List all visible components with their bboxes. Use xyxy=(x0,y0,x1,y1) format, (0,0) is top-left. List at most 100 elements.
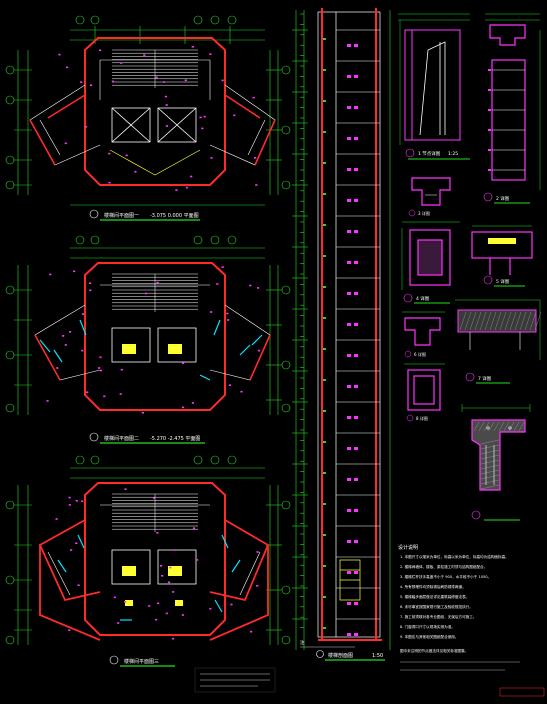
section-dimensions xyxy=(295,10,391,650)
detail-5-strip xyxy=(488,238,516,244)
section-mark xyxy=(347,75,351,78)
tag-dot xyxy=(143,54,146,56)
section-green-mark xyxy=(323,255,326,257)
section-title-block: 注 楼梯剖面图 1:50 xyxy=(300,639,385,661)
tag-dot xyxy=(153,497,156,499)
section-base-detail xyxy=(339,559,361,601)
tag-dot xyxy=(99,356,102,359)
hatch-line xyxy=(480,459,500,465)
tag-dot xyxy=(171,637,175,640)
plan-2-title: 楼梯间平面图二 xyxy=(104,435,139,442)
tag-dot xyxy=(165,104,168,106)
tag-dot xyxy=(68,504,71,506)
notes-line: 8. 门窗洞口尺寸以现场实测为准。 xyxy=(400,624,455,629)
plan-2-title-marker xyxy=(89,432,99,442)
plan-3-elevators xyxy=(111,549,197,585)
stair-plan-1: 楼梯间平面图一 -3.075 0.000 平面图 xyxy=(5,15,291,221)
section-green-mark xyxy=(323,286,326,288)
section-green-mark xyxy=(323,503,326,505)
section-title: 楼梯剖面图 xyxy=(328,652,353,659)
hatch-line xyxy=(494,311,502,331)
tag-dot xyxy=(172,591,175,593)
tag-dot xyxy=(227,319,230,321)
notes-footer: 图中未注明的节点做法详见相关标准图集。 xyxy=(400,648,468,653)
plan-1-tags xyxy=(58,46,258,191)
detail-4-label: 4 详图 xyxy=(416,295,430,302)
section-green-mark xyxy=(323,410,326,412)
tag-dot xyxy=(103,395,106,398)
tag-dot xyxy=(99,369,103,372)
detail-3-label: 3 详图 xyxy=(418,210,430,216)
section-green-mark xyxy=(323,317,326,319)
section-mark xyxy=(354,44,358,47)
detail-2-marker xyxy=(483,192,493,202)
detail-7: 7 详图 xyxy=(455,299,542,384)
tag-dot xyxy=(75,542,78,544)
section-note-label: 注 xyxy=(300,639,305,646)
detail-7-label: 7 详图 xyxy=(478,375,492,382)
hatch-line xyxy=(524,311,532,331)
hatch-line xyxy=(484,311,492,331)
tag-dot xyxy=(257,287,260,289)
section-green-mark xyxy=(323,69,326,71)
rebar-tag xyxy=(488,169,491,171)
tag-dot xyxy=(181,614,184,616)
section-frame xyxy=(317,11,381,638)
plan-3-wing-walls xyxy=(38,519,270,641)
plan-2-wing-walls xyxy=(34,334,271,381)
rebar-tag xyxy=(488,129,491,131)
detail-1-scale: 1:25 xyxy=(448,151,458,157)
detail-3: 3 详图 xyxy=(408,177,451,217)
plan-3-doors xyxy=(57,534,241,621)
tag-dot xyxy=(175,189,178,191)
section-green-mark xyxy=(323,379,326,381)
section-mark xyxy=(347,354,351,357)
tag-dot xyxy=(161,575,164,577)
hatch-line xyxy=(480,439,500,445)
tag-dot xyxy=(257,349,260,352)
tag-dot xyxy=(155,618,158,621)
tag-dot xyxy=(144,292,148,295)
plan-1-dimensions xyxy=(14,26,282,206)
hatch-line xyxy=(489,311,497,331)
tag-dot xyxy=(81,349,84,352)
plan-1-elevation: -3.075 0.000 平面图 xyxy=(150,213,199,219)
tag-dot xyxy=(98,367,101,369)
hatch-line xyxy=(479,311,487,331)
section-mark xyxy=(354,571,358,574)
plan-3-side-note xyxy=(194,667,276,693)
tag-dot xyxy=(66,66,69,69)
hatch-line xyxy=(513,421,520,432)
tag-dot xyxy=(209,607,212,610)
hatch-line xyxy=(459,311,467,331)
section-mark xyxy=(354,199,358,202)
detail-4-marker xyxy=(403,293,413,303)
plan-3-title-marker xyxy=(109,655,119,665)
detail-2: 2 详图 xyxy=(483,13,541,204)
plan-1-lobby-lines xyxy=(109,149,201,176)
tag-dot xyxy=(84,125,88,128)
hatch-line xyxy=(508,421,515,432)
tag-dot xyxy=(108,181,111,184)
tag-dot xyxy=(185,186,189,189)
tag-dot xyxy=(155,76,158,79)
hatch-line xyxy=(503,421,510,432)
notes-line: 4. 所有预埋件均须除锈后刷防锈漆两道。 xyxy=(400,584,466,589)
detail-6: 6 详图 xyxy=(402,311,445,358)
tag-dot xyxy=(157,602,160,605)
plan-1-title: 楼梯间平面图一 xyxy=(104,212,139,219)
tag-dot xyxy=(191,46,194,48)
tag-dot xyxy=(228,384,231,386)
section-mark xyxy=(354,323,358,326)
hatch-line xyxy=(480,474,500,480)
hatch-line xyxy=(480,484,500,490)
tag-dot xyxy=(156,281,159,284)
section-mark xyxy=(354,168,358,171)
section-green-marks xyxy=(323,38,326,629)
section-mark xyxy=(347,416,351,419)
rebar-tag xyxy=(488,149,491,151)
section-mark xyxy=(354,385,358,388)
tag-dot xyxy=(90,84,93,86)
notes-heading: 设计说明 xyxy=(398,544,418,551)
tag-dot xyxy=(252,96,255,99)
